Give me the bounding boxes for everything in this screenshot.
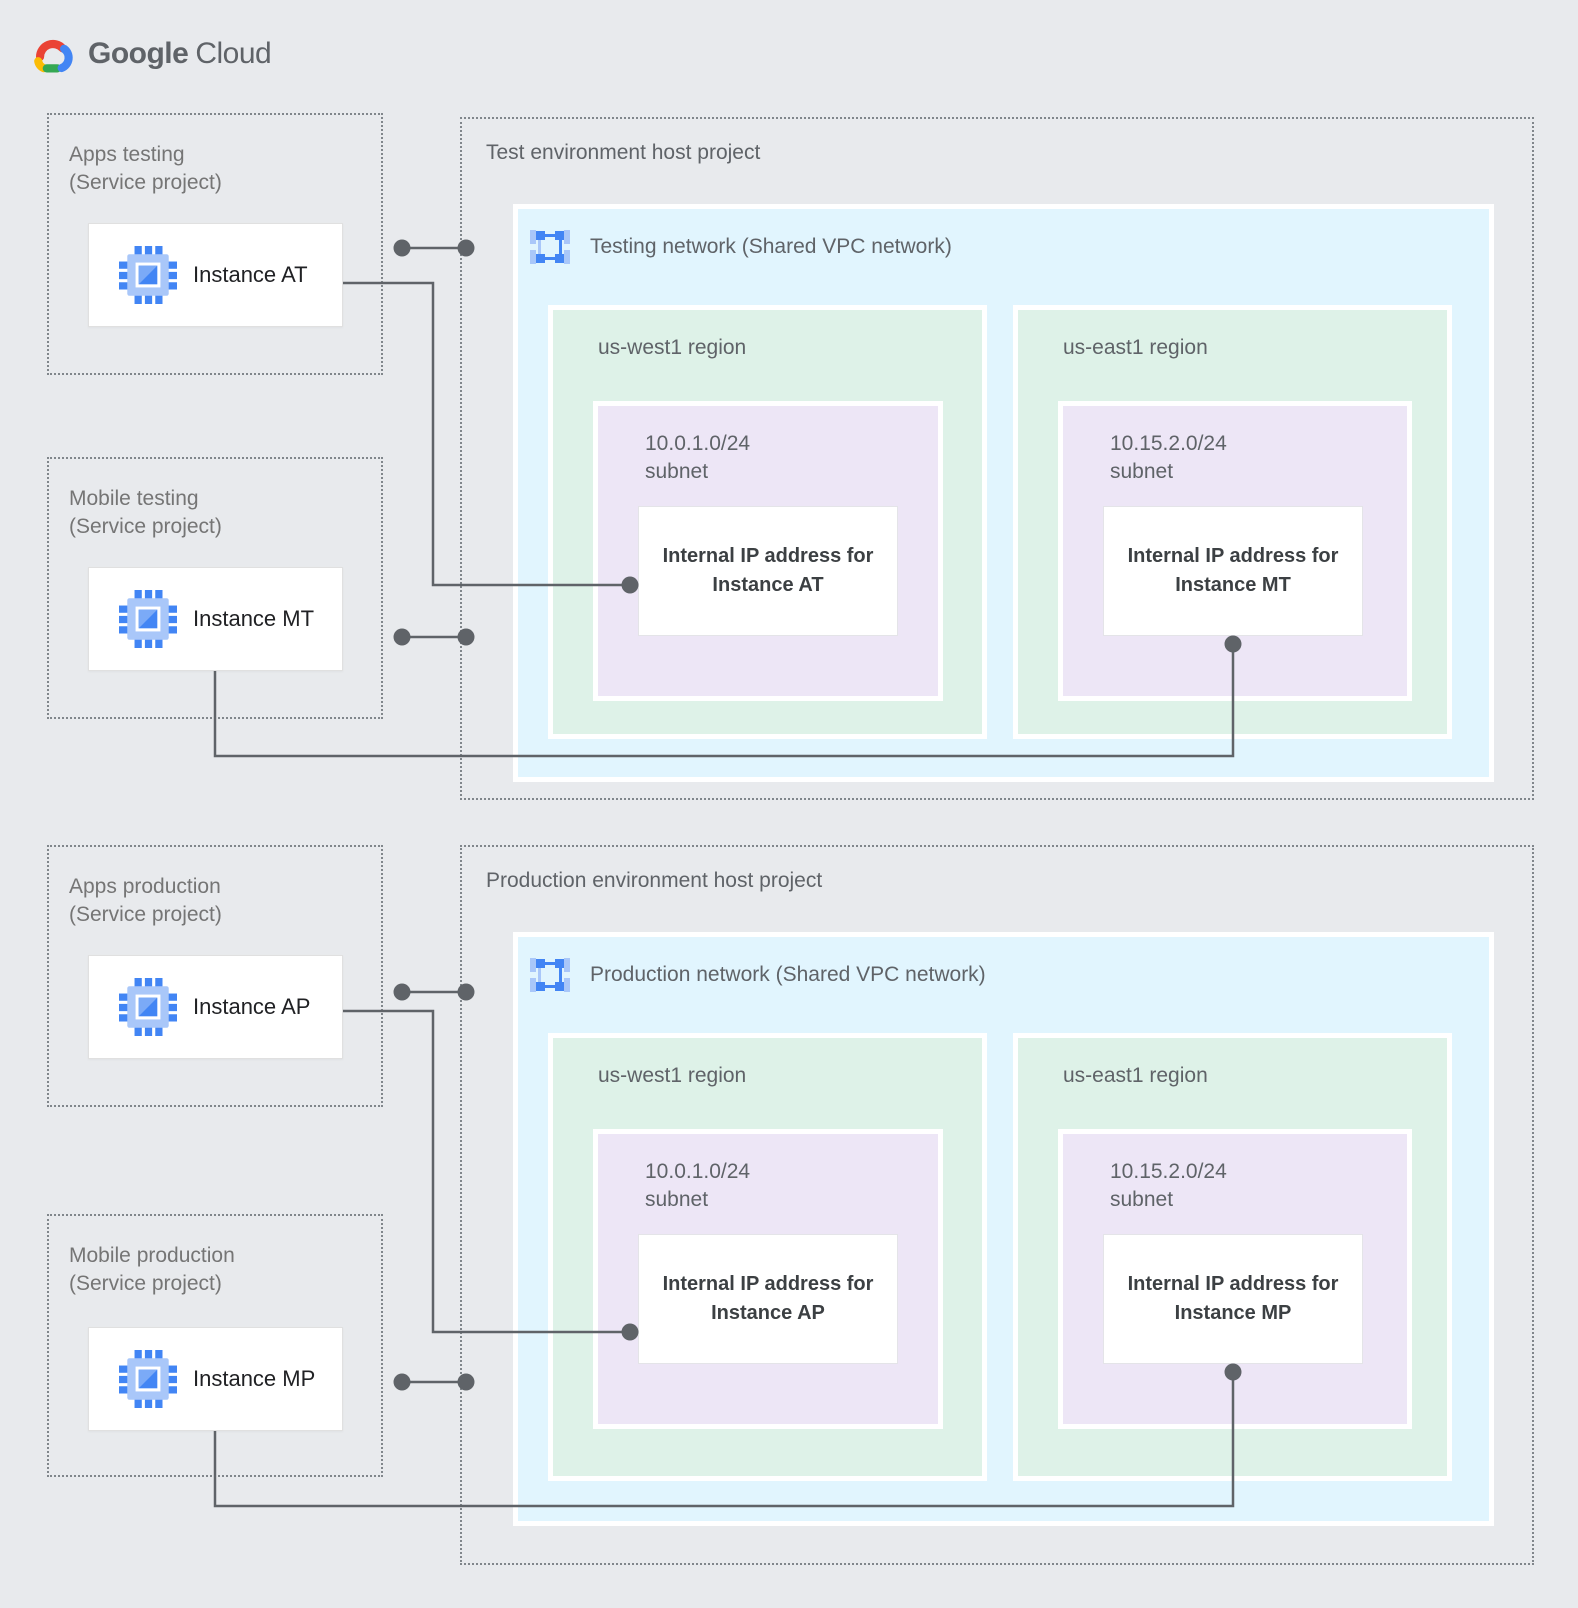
logo-product: Cloud: [195, 37, 272, 70]
apps-testing-label: Apps testing (Service project): [69, 141, 222, 198]
test-us-west1-region-box: us-west1 region 10.0.1.0/24 subnet Inter…: [553, 310, 982, 734]
compute-engine-icon: [119, 246, 177, 304]
test-host-title: Test environment host project: [486, 141, 761, 164]
region-label: us-east1 region: [1063, 336, 1208, 359]
connector-dot: [393, 983, 411, 1001]
instance-at-card: Instance AT: [88, 223, 343, 327]
subnet-label: 10.0.1.0/24 subnet: [645, 1158, 750, 1213]
mobile-testing-project-box: Mobile testing (Service project): [47, 457, 383, 719]
prod-us-west1-region-box: us-west1 region 10.0.1.0/24 subnet Inter…: [553, 1038, 982, 1476]
internal-ip-text: Internal IP address for Instance AT: [663, 542, 874, 600]
subnet-cidr: 10.0.1.0/24: [645, 432, 751, 455]
apps-production-project-box: Apps production (Service project): [47, 845, 383, 1107]
instance-mp-label: Instance MP: [193, 1366, 316, 1391]
ip-line2: Instance MT: [1175, 574, 1291, 596]
project-label-line1: Apps production: [69, 875, 221, 898]
internal-ip-instance-ap-card: Internal IP address for Instance AP: [638, 1234, 898, 1364]
ip-line1: Internal IP address for: [662, 545, 874, 567]
project-label-line2: (Service project): [69, 903, 222, 927]
vpc-network-icon: [530, 958, 570, 992]
testing-network-header: Testing network (Shared VPC network): [528, 227, 952, 267]
project-label-line1: Mobile production: [69, 1244, 235, 1267]
subnet-cidr: 10.0.1.0/24: [645, 1160, 751, 1183]
connector-dot: [393, 239, 411, 257]
testing-network-box: Testing network (Shared VPC network) us-…: [518, 209, 1489, 777]
internal-ip-instance-mp-card: Internal IP address for Instance MP: [1103, 1234, 1363, 1364]
production-host-title: Production environment host project: [486, 869, 823, 892]
subnet-word: subnet: [1110, 1187, 1174, 1211]
internal-ip-instance-mt-card: Internal IP address for Instance MT: [1103, 506, 1363, 636]
instance-ap-card: Instance AP: [88, 955, 343, 1059]
instance-mt-card: Instance MT: [88, 567, 343, 671]
vpc-network-icon: [530, 230, 570, 264]
logo-brand: Google: [88, 37, 189, 70]
ip-line2: Instance AP: [711, 1302, 825, 1324]
mobile-production-project-box: Mobile production (Service project): [47, 1214, 383, 1477]
apps-testing-project-box: Apps testing (Service project): [47, 113, 383, 375]
subnet-word: subnet: [1110, 459, 1174, 483]
connector-dot: [393, 1373, 411, 1391]
subnet-word: subnet: [645, 1187, 709, 1211]
subnet-cidr: 10.15.2.0/24: [1110, 432, 1227, 455]
internal-ip-text: Internal IP address for Instance MT: [1128, 542, 1339, 600]
compute-engine-icon: [119, 978, 177, 1036]
ip-line1: Internal IP address for: [1127, 545, 1339, 567]
prod-us-east1-region-box: us-east1 region 10.15.2.0/24 subnet Inte…: [1018, 1038, 1447, 1476]
testing-network-label: Testing network (Shared VPC network): [590, 235, 952, 258]
project-label-line1: Apps testing: [69, 143, 185, 166]
instance-ap-label: Instance AP: [193, 994, 311, 1019]
test-west-subnet-box: 10.0.1.0/24 subnet Internal IP address f…: [598, 406, 938, 696]
project-label-line2: (Service project): [69, 515, 222, 539]
subnet-label: 10.15.2.0/24 subnet: [1110, 430, 1227, 485]
compute-engine-icon: [119, 590, 177, 648]
instance-mp-card: Instance MP: [88, 1327, 343, 1431]
ip-line1: Internal IP address for: [662, 1273, 874, 1295]
ip-line2: Instance AT: [712, 574, 824, 596]
subnet-label: 10.0.1.0/24 subnet: [645, 430, 750, 485]
production-network-header: Production network (Shared VPC network): [528, 955, 986, 995]
test-us-east1-region-box: us-east1 region 10.15.2.0/24 subnet Inte…: [1018, 310, 1447, 734]
compute-engine-icon: [119, 1350, 177, 1408]
production-network-box: Production network (Shared VPC network) …: [518, 937, 1489, 1521]
subnet-word: subnet: [645, 459, 709, 483]
internal-ip-instance-at-card: Internal IP address for Instance AT: [638, 506, 898, 636]
project-label-line1: Mobile testing: [69, 487, 199, 510]
mobile-production-label: Mobile production (Service project): [69, 1242, 235, 1299]
project-label-line2: (Service project): [69, 171, 222, 195]
region-label: us-east1 region: [1063, 1064, 1208, 1087]
test-east-subnet-box: 10.15.2.0/24 subnet Internal IP address …: [1063, 406, 1407, 696]
instance-mt-label: Instance MT: [193, 606, 315, 631]
connector-dot: [393, 628, 411, 646]
prod-west-subnet-box: 10.0.1.0/24 subnet Internal IP address f…: [598, 1134, 938, 1424]
subnet-cidr: 10.15.2.0/24: [1110, 1160, 1227, 1183]
project-label-line2: (Service project): [69, 1272, 222, 1296]
subnet-label: 10.15.2.0/24 subnet: [1110, 1158, 1227, 1213]
internal-ip-text: Internal IP address for Instance MP: [1128, 1270, 1339, 1328]
mobile-testing-label: Mobile testing (Service project): [69, 485, 222, 542]
apps-production-label: Apps production (Service project): [69, 873, 222, 930]
google-cloud-icon: [34, 39, 73, 73]
ip-line1: Internal IP address for: [1127, 1273, 1339, 1295]
production-network-label: Production network (Shared VPC network): [590, 963, 986, 986]
region-label: us-west1 region: [598, 336, 747, 359]
region-label: us-west1 region: [598, 1064, 747, 1087]
internal-ip-text: Internal IP address for Instance AP: [663, 1270, 874, 1328]
ip-line2: Instance MP: [1174, 1302, 1292, 1324]
instance-at-label: Instance AT: [193, 262, 308, 287]
prod-east-subnet-box: 10.15.2.0/24 subnet Internal IP address …: [1063, 1134, 1407, 1424]
